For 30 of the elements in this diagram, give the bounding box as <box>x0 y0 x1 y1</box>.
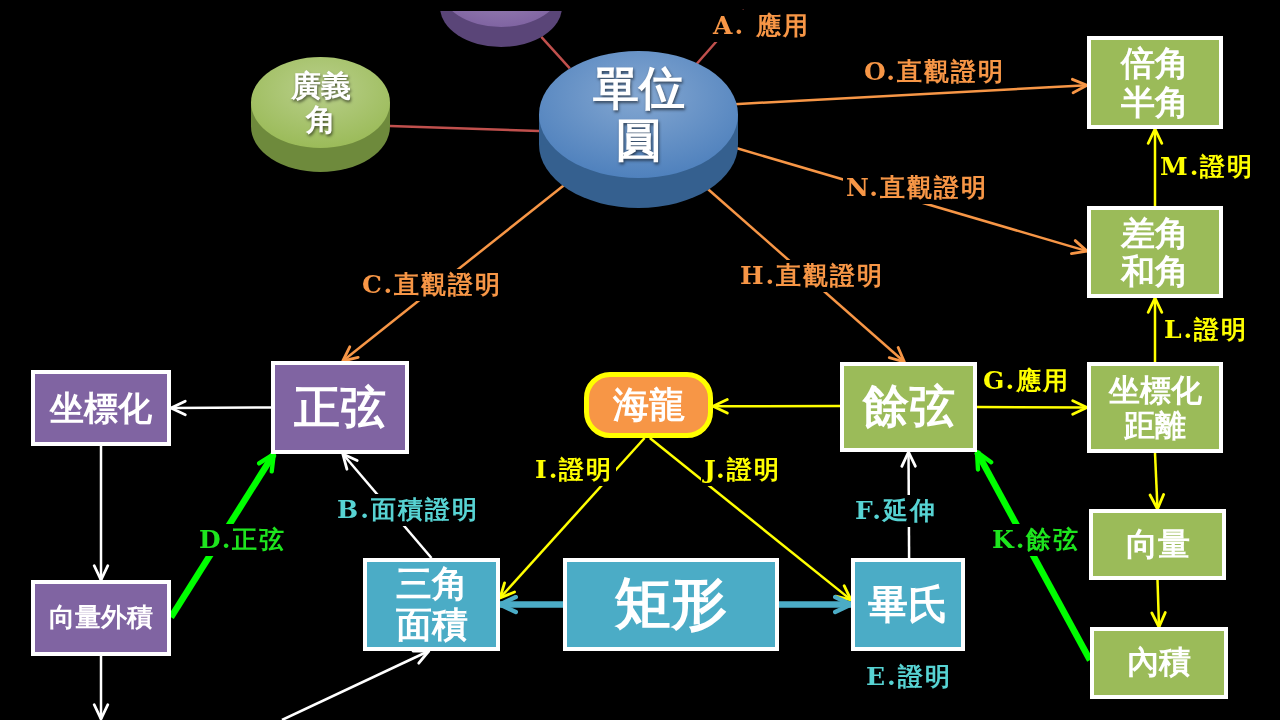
arrow <box>649 437 853 602</box>
concept-box: 坐標化 <box>31 370 171 446</box>
arrow <box>497 594 563 615</box>
concept-box: 倍角半角 <box>1087 36 1223 129</box>
concept-box: 正弦 <box>271 361 409 454</box>
concept-box: 內積 <box>1090 627 1228 699</box>
arrow <box>711 398 840 415</box>
concept-box: 三角面積 <box>363 558 500 651</box>
concept-box: 向量外積 <box>31 580 171 656</box>
concept-box: 矩形 <box>563 558 779 651</box>
arrow <box>498 437 646 600</box>
arrow <box>1150 579 1167 629</box>
concept-box: 坐標化距離 <box>1087 362 1223 453</box>
arrow <box>977 399 1089 416</box>
arrow <box>974 449 1093 662</box>
concept-box: 餘弦 <box>840 362 977 452</box>
concept-box: 畢氏 <box>851 558 965 651</box>
arrow <box>281 649 431 720</box>
arrow <box>92 656 110 720</box>
connector-line <box>389 124 540 133</box>
arrow <box>92 446 110 582</box>
concept-box: 向量 <box>1089 509 1226 580</box>
arrow <box>779 594 854 615</box>
arrow <box>169 399 271 417</box>
rounded-box: 海龍 <box>584 372 713 438</box>
connector-line <box>540 36 571 70</box>
arrow <box>1146 127 1164 206</box>
concept-box: 差角和角 <box>1087 206 1223 298</box>
arrow <box>1148 452 1166 511</box>
arrow <box>1146 296 1164 362</box>
